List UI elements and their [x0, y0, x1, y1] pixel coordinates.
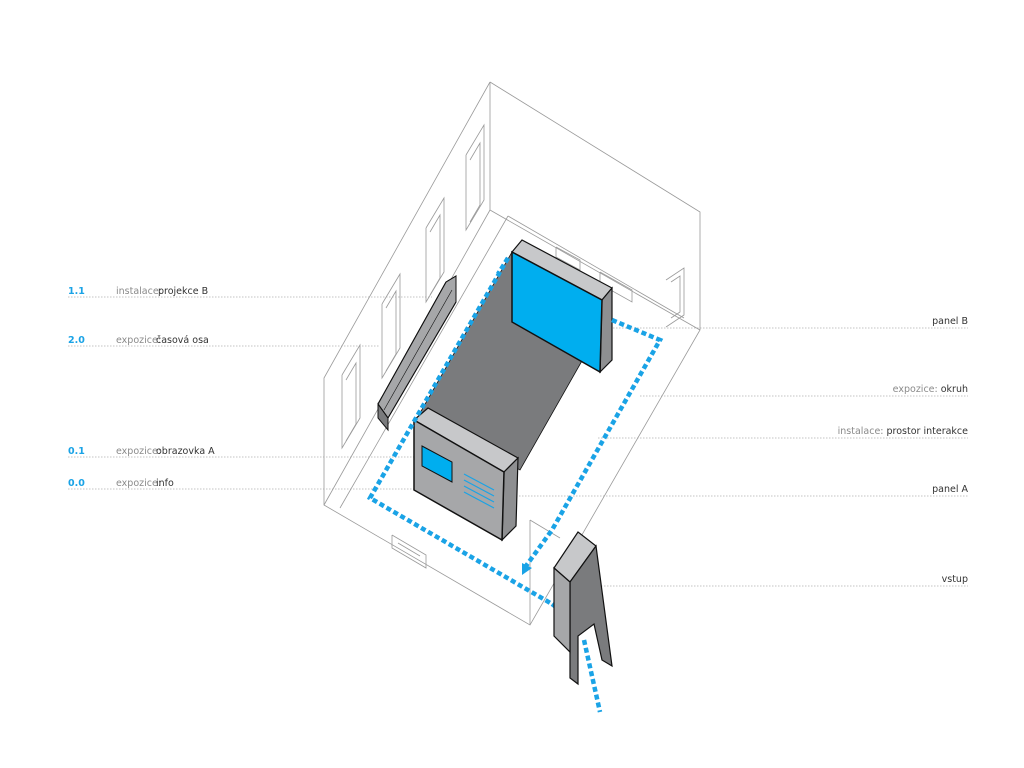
- label-kind: expozice:: [892, 384, 941, 395]
- timeline-bench: [377, 275, 457, 432]
- label-name: panel A: [932, 484, 968, 495]
- label-name: časová osa: [156, 335, 209, 346]
- panel-a: [412, 407, 519, 542]
- label-name: obrazovka A: [156, 446, 215, 457]
- label-kind: expozice:: [116, 335, 162, 346]
- entrance-portal: [553, 531, 613, 686]
- right-label-4: panel A: [932, 484, 968, 496]
- right-label-2: expozice: okruh: [893, 384, 968, 396]
- label-number: 2.0: [68, 335, 85, 346]
- room-outline: [323, 81, 701, 626]
- projection-screen-b: [511, 250, 603, 374]
- label-name: info: [156, 478, 174, 489]
- label-kind: expozice:: [116, 446, 162, 457]
- left-leader-lines: [68, 296, 468, 490]
- label-name: vstup: [941, 574, 968, 585]
- right-leader-lines: [516, 327, 968, 587]
- label-kind: expozice:: [116, 478, 162, 489]
- label-name: prostor interakce: [886, 426, 968, 437]
- panel-b: [511, 239, 613, 374]
- label-kind: instalace:: [837, 426, 887, 437]
- label-name: okruh: [940, 384, 968, 395]
- right-label-1: panel B: [932, 316, 968, 328]
- label-name: projekce B: [158, 286, 209, 297]
- label-number: 1.1: [68, 286, 85, 297]
- label-kind: instalace:: [116, 286, 162, 297]
- right-label-5: vstup: [942, 574, 968, 586]
- right-label-3: instalace: prostor interakce: [838, 426, 968, 438]
- screen-a: [421, 445, 453, 483]
- label-name: panel B: [932, 316, 968, 327]
- label-number: 0.1: [68, 446, 85, 457]
- path-arrow: [522, 563, 532, 575]
- label-number: 0.0: [68, 478, 85, 489]
